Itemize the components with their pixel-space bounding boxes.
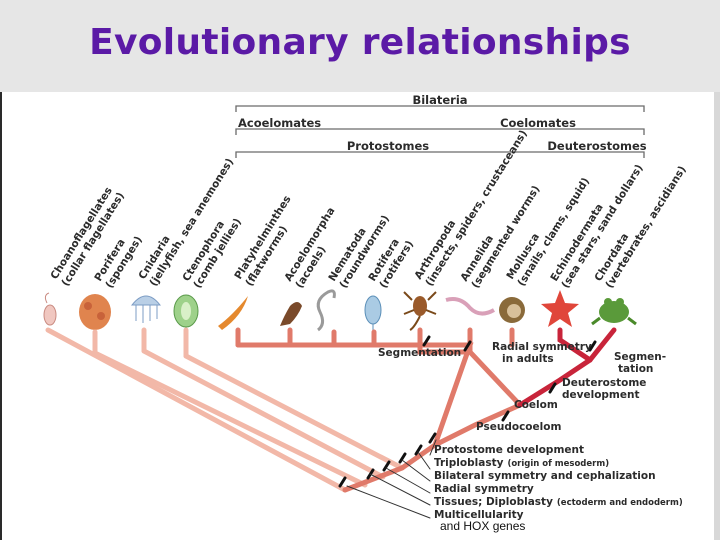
event-tissues-note: (ectoderm and endoderm) (557, 498, 683, 508)
rotifer-illustration (364, 295, 382, 334)
organism-illustrations (43, 289, 637, 334)
sea-star-illustration (541, 290, 579, 327)
taxon-common-chordata: (vertebrates, ascidians) (603, 164, 688, 291)
group-brackets (235, 105, 645, 158)
group-deuterostomes: Deuterostomes (547, 139, 646, 153)
roundworm-illustration (316, 289, 336, 332)
arthropod-illustration (403, 291, 437, 331)
flatworm-illustration (218, 296, 248, 330)
group-protostomes: Protostomes (347, 139, 429, 153)
event-segmentation: Segmentation (378, 347, 461, 359)
event-triploblasty-note: (origin of mesoderm) (507, 459, 609, 469)
event-radial-symmetry: Radial symmetry (434, 483, 534, 495)
annelid-illustration (445, 297, 495, 316)
event-bilateral-symmetry: Bilateral symmetry and cephalization (434, 470, 656, 482)
event-multicellularity: Multicellularity (434, 509, 524, 521)
comb-jelly-illustration (173, 294, 199, 328)
mollusc-illustration (499, 297, 525, 323)
group-bilateria: Bilateria (412, 93, 467, 107)
event-segmentation-deut-line1: Segmen- (614, 351, 666, 363)
event-tissues-row: Tissues; Diploblasty (ectoderm and endode… (434, 496, 683, 508)
group-coelomates: Coelomates (500, 116, 576, 130)
event-radial-adults-line2: in adults (502, 353, 554, 365)
event-radial-adults-line1: Radial symmetry (492, 341, 592, 353)
event-labels: Segmentation Radial symmetry in adults S… (378, 341, 683, 521)
event-coelom: Coelom (514, 399, 558, 411)
slide-title: Evolutionary relationships (89, 22, 631, 63)
jellyfish-illustration (130, 295, 162, 323)
group-acoelomates: Acoelomates (238, 116, 321, 130)
event-deuterostome-dev-line1: Deuterostome (562, 377, 646, 389)
acoel-illustration (280, 302, 302, 326)
event-pseudocoelom: Pseudocoelom (476, 421, 561, 433)
footnote-text: and HOX genes (440, 519, 526, 533)
event-triploblasty: Triploblasty (434, 457, 504, 469)
tree-branches (45, 327, 617, 519)
event-protostome-development: Protostome development (434, 444, 584, 456)
frog-illustration (591, 298, 637, 326)
event-deuterostome-dev-line2: development (562, 389, 640, 401)
choanoflagellate-illustration (43, 292, 57, 326)
event-segmentation-deut-line2: tation (618, 363, 653, 375)
event-tissues: Tissues; Diploblasty (434, 496, 553, 508)
sponge-illustration (79, 294, 111, 330)
panel-right-edge (714, 92, 720, 540)
event-triploblasty-row: Triploblasty(origin of mesoderm) (434, 457, 609, 469)
panel-left-edge (0, 92, 2, 540)
